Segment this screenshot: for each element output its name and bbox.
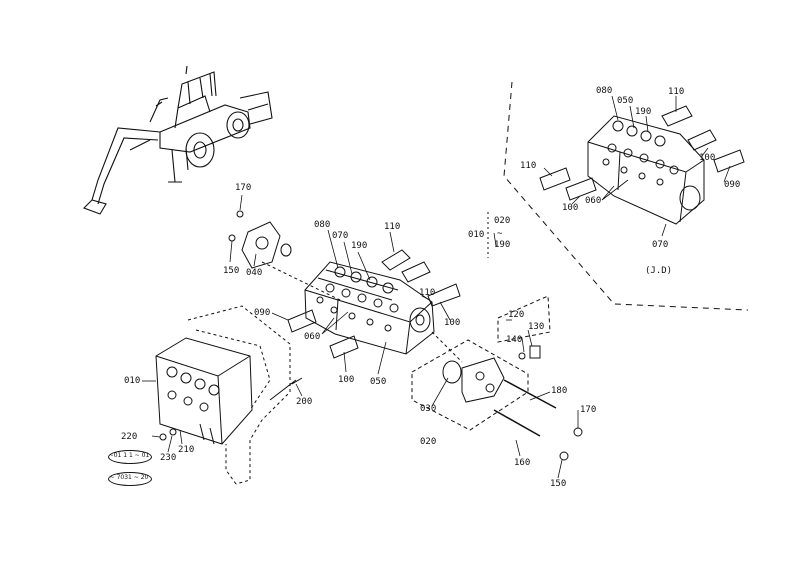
- part-label-100: 100: [444, 318, 461, 328]
- part-label-020: 020: [420, 437, 437, 447]
- control-valve-jd: [539, 105, 745, 225]
- part-label-090: 090: [724, 180, 741, 190]
- part-label-150: 150: [550, 479, 567, 489]
- part-label-110: 110: [520, 161, 537, 171]
- part-label-220: 220: [121, 432, 138, 442]
- variant-divider-line: [503, 81, 749, 311]
- part-label-080: 080: [596, 86, 613, 96]
- part-label-130: 130: [528, 322, 545, 332]
- part-label-120: 120: [508, 310, 525, 320]
- part-label-160: 160: [514, 458, 531, 468]
- part-label-230: 230: [160, 453, 177, 463]
- part-label-100: 100: [699, 153, 716, 163]
- range-mark: ~: [497, 229, 503, 239]
- serial-note-text: ~ 7031 ~ 20: [109, 474, 149, 481]
- engine-valve-block: [155, 305, 303, 485]
- part-label-050: 050: [370, 377, 387, 387]
- part-label-110: 110: [384, 222, 401, 232]
- part-label-070: 070: [332, 231, 349, 241]
- control-valve-main: [304, 261, 435, 355]
- backhoe-loader-illustration: [83, 65, 273, 215]
- part-label-110: 110: [419, 288, 436, 298]
- serial-note-text: ~01 1 1 ~ 01: [108, 452, 150, 459]
- part-label-210: 210: [178, 445, 195, 455]
- part-label-190: 190: [494, 240, 511, 250]
- serial-note-oval: [108, 472, 152, 486]
- part-label-100: 100: [338, 375, 355, 385]
- part-label-040: 040: [246, 268, 263, 278]
- serial-note-oval: [108, 450, 152, 464]
- leader-lines: [142, 95, 731, 479]
- part-label-090: 090: [254, 308, 271, 318]
- part-label-060: 060: [304, 332, 321, 342]
- spool-relief-valves: [287, 249, 461, 359]
- part-label-200: 200: [296, 397, 313, 407]
- part-label-140: 140: [506, 335, 523, 345]
- part-label-100: 100: [562, 203, 579, 213]
- part-label-170: 170: [580, 405, 597, 415]
- part-label-060: 060: [585, 196, 602, 206]
- part-label-190: 190: [351, 241, 368, 251]
- part-label-110: 110: [668, 87, 685, 97]
- part-label-170: 170: [235, 183, 252, 193]
- part-label-150: 150: [223, 266, 240, 276]
- part-label-070: 070: [652, 240, 669, 250]
- gasket-plate: [228, 210, 341, 301]
- part-label-190: 190: [635, 107, 652, 117]
- part-label-080: 080: [314, 220, 331, 230]
- part-label-180: 180: [551, 386, 568, 396]
- part-label-050: 050: [617, 96, 634, 106]
- variant-tag: (J.D): [645, 266, 673, 276]
- part-label-020: 020: [494, 216, 511, 226]
- part-label-030: 030: [420, 404, 437, 414]
- part-label-010: 010: [124, 376, 141, 386]
- part-label-010: 010: [468, 230, 485, 240]
- cover-assembly-020: [411, 295, 583, 461]
